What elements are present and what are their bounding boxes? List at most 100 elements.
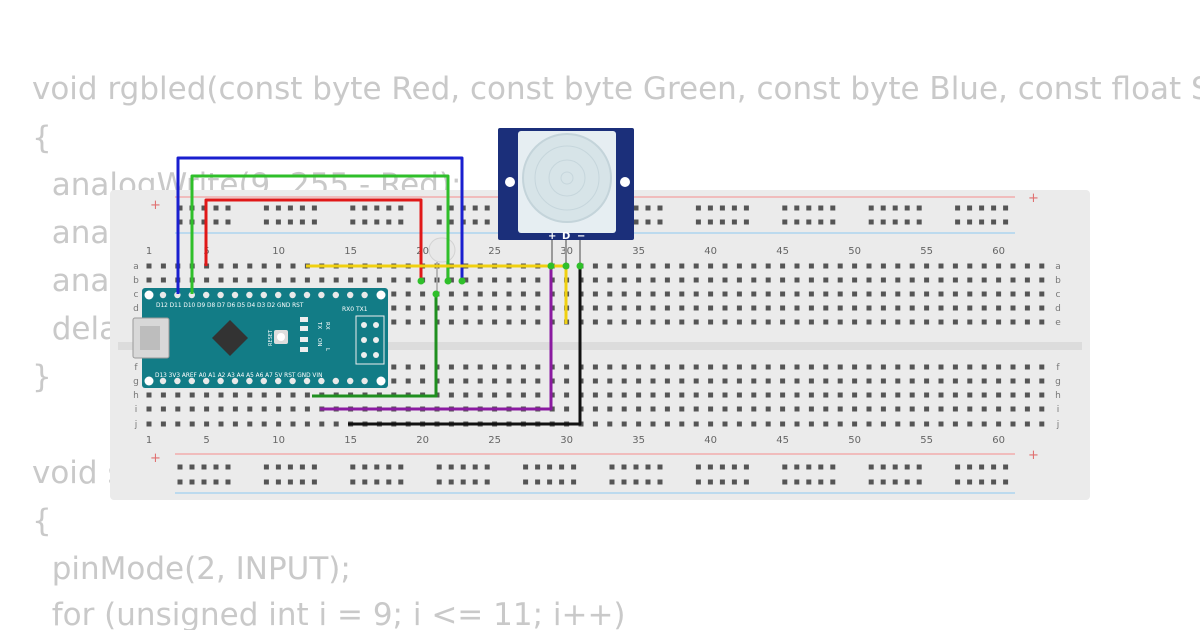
breadboard-hole[interactable] (751, 392, 757, 398)
breadboard-hole[interactable] (448, 364, 454, 370)
breadboard-hole[interactable] (736, 263, 742, 269)
breadboard-hole[interactable] (895, 378, 901, 384)
breadboard-hole[interactable] (1039, 421, 1045, 427)
breadboard-hole[interactable] (160, 421, 166, 427)
wire-green[interactable] (190, 174, 450, 294)
breadboard-hole[interactable] (751, 263, 757, 269)
breadboard-hole[interactable] (823, 305, 829, 311)
rail-hole[interactable] (225, 479, 231, 485)
nano-pin[interactable] (246, 291, 253, 299)
breadboard-hole[interactable] (679, 421, 685, 427)
breadboard-hole[interactable] (664, 277, 670, 283)
breadboard-hole[interactable] (679, 263, 685, 269)
breadboard-hole[interactable] (520, 378, 526, 384)
breadboard-hole[interactable] (506, 305, 512, 311)
breadboard-hole[interactable] (607, 319, 613, 325)
breadboard-hole[interactable] (261, 421, 267, 427)
breadboard-hole[interactable] (146, 421, 152, 427)
breadboard-hole[interactable] (535, 364, 541, 370)
rail-hole[interactable] (967, 479, 973, 485)
rail-hole[interactable] (967, 464, 973, 470)
rail-hole[interactable] (967, 219, 973, 225)
breadboard-hole[interactable] (636, 364, 642, 370)
breadboard-hole[interactable] (448, 277, 454, 283)
breadboard-hole[interactable] (319, 277, 325, 283)
breadboard-hole[interactable] (981, 277, 987, 283)
breadboard-hole[interactable] (636, 392, 642, 398)
wire-endpoint[interactable] (562, 262, 570, 270)
breadboard-hole[interactable] (952, 305, 958, 311)
breadboard-hole[interactable] (780, 364, 786, 370)
breadboard-hole[interactable] (592, 277, 598, 283)
breadboard-hole[interactable] (636, 406, 642, 412)
rail-hole[interactable] (472, 205, 478, 211)
breadboard-hole[interactable] (650, 319, 656, 325)
breadboard-hole[interactable] (909, 378, 915, 384)
nano-pin[interactable] (260, 291, 267, 299)
breadboard-hole[interactable] (564, 364, 570, 370)
breadboard-hole[interactable] (348, 277, 354, 283)
breadboard-hole[interactable] (952, 406, 958, 412)
breadboard-hole[interactable] (967, 378, 973, 384)
breadboard-hole[interactable] (780, 421, 786, 427)
rail-hole[interactable] (806, 205, 812, 211)
breadboard-hole[interactable] (708, 392, 714, 398)
rail-hole[interactable] (719, 219, 725, 225)
breadboard-hole[interactable] (952, 319, 958, 325)
wire-endpoint[interactable] (432, 290, 440, 298)
breadboard-hole[interactable] (477, 392, 483, 398)
breadboard-hole[interactable] (981, 319, 987, 325)
breadboard-hole[interactable] (520, 305, 526, 311)
breadboard-hole[interactable] (866, 305, 872, 311)
breadboard-hole[interactable] (722, 392, 728, 398)
breadboard-hole[interactable] (794, 291, 800, 297)
breadboard-hole[interactable] (981, 364, 987, 370)
breadboard-hole[interactable] (938, 319, 944, 325)
breadboard-hole[interactable] (607, 406, 613, 412)
breadboard-hole[interactable] (679, 305, 685, 311)
breadboard-hole[interactable] (736, 291, 742, 297)
breadboard-hole[interactable] (679, 319, 685, 325)
breadboard-hole[interactable] (1010, 291, 1016, 297)
breadboard-hole[interactable] (909, 406, 915, 412)
nano-pin[interactable] (159, 377, 167, 385)
rail-hole[interactable] (398, 219, 404, 225)
breadboard-hole[interactable] (823, 319, 829, 325)
rail-hole[interactable] (794, 479, 800, 485)
breadboard-hole[interactable] (607, 378, 613, 384)
breadboard-hole[interactable] (592, 421, 598, 427)
rail-hole[interactable] (633, 464, 639, 470)
breadboard-hole[interactable] (981, 305, 987, 311)
breadboard-hole[interactable] (650, 263, 656, 269)
breadboard-hole[interactable] (650, 291, 656, 297)
rail-hole[interactable] (904, 464, 910, 470)
rail-hole[interactable] (657, 205, 663, 211)
rail-hole[interactable] (362, 464, 368, 470)
breadboard-hole[interactable] (823, 378, 829, 384)
wire-dark-green[interactable] (312, 294, 438, 398)
breadboard-hole[interactable] (290, 263, 296, 269)
breadboard-hole[interactable] (650, 364, 656, 370)
breadboard-hole[interactable] (736, 421, 742, 427)
breadboard-hole[interactable] (794, 406, 800, 412)
breadboard-hole[interactable] (722, 305, 728, 311)
breadboard-hole[interactable] (276, 406, 282, 412)
breadboard-hole[interactable] (189, 392, 195, 398)
rail-hole[interactable] (311, 205, 317, 211)
breadboard-hole[interactable] (924, 378, 930, 384)
breadboard-hole[interactable] (967, 305, 973, 311)
breadboard-hole[interactable] (708, 305, 714, 311)
breadboard-hole[interactable] (261, 406, 267, 412)
rail-hole[interactable] (386, 219, 392, 225)
breadboard-hole[interactable] (823, 392, 829, 398)
breadboard-hole[interactable] (866, 378, 872, 384)
breadboard-hole[interactable] (909, 291, 915, 297)
breadboard-hole[interactable] (535, 277, 541, 283)
breadboard-hole[interactable] (866, 406, 872, 412)
breadboard-hole[interactable] (1010, 305, 1016, 311)
breadboard-hole[interactable] (938, 291, 944, 297)
breadboard-hole[interactable] (924, 392, 930, 398)
wire-black[interactable] (348, 266, 582, 426)
breadboard-hole[interactable] (736, 305, 742, 311)
breadboard-hole[interactable] (938, 421, 944, 427)
